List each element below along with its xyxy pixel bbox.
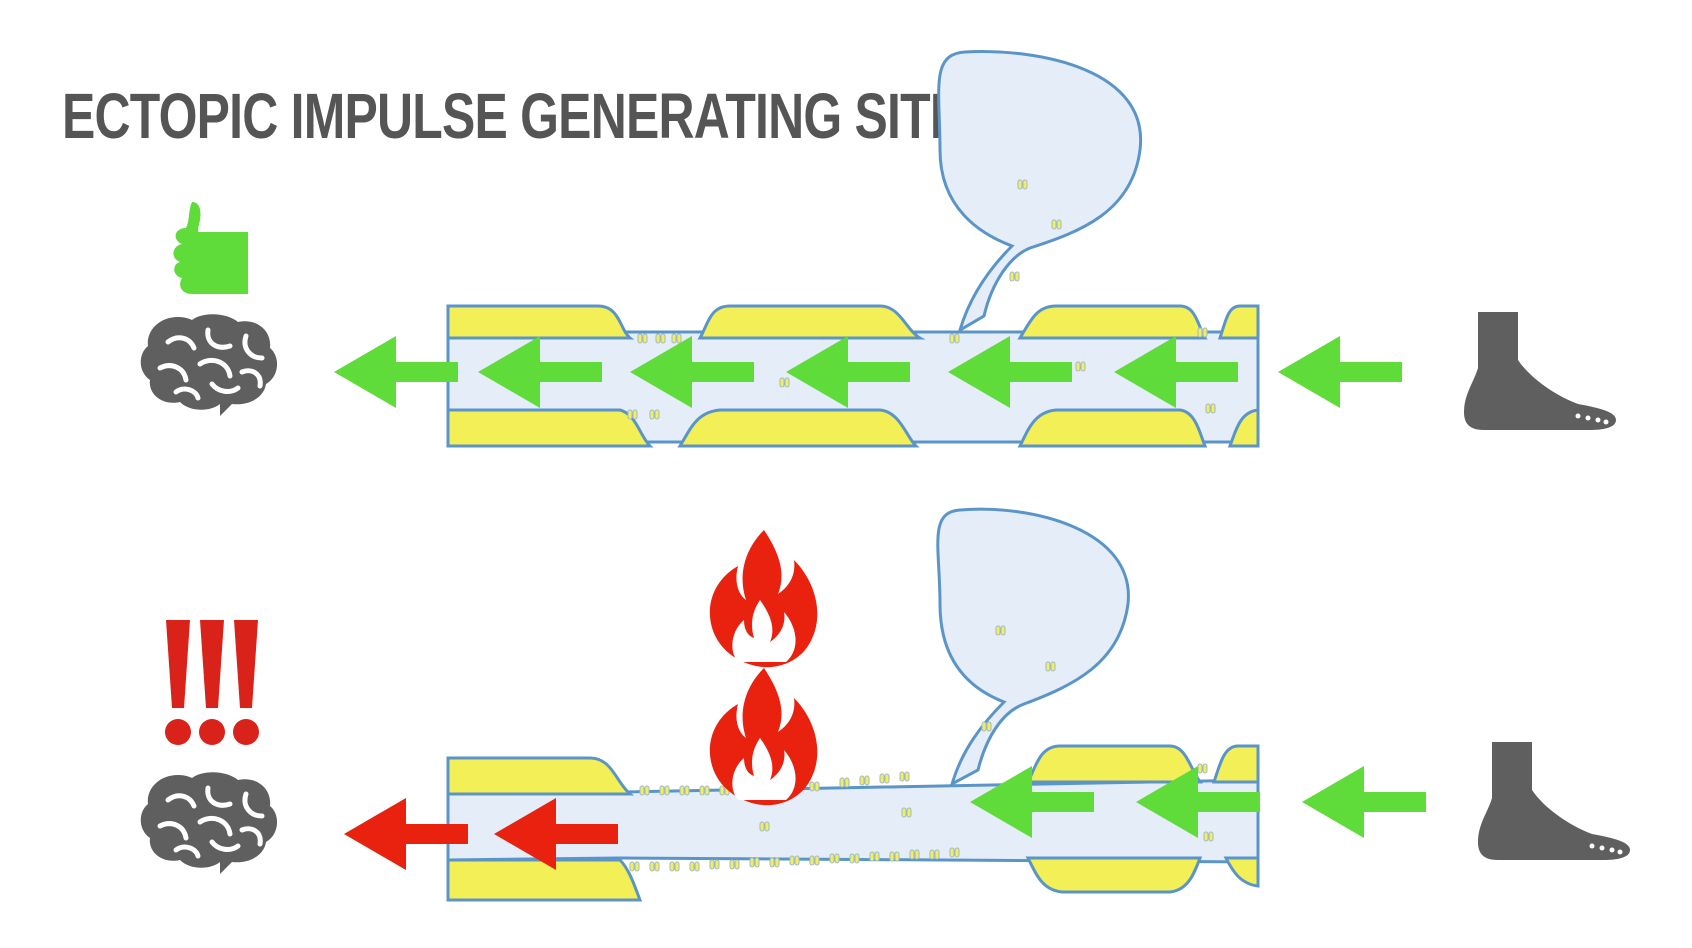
signal-arrow xyxy=(630,336,754,408)
signal-arrow xyxy=(334,336,458,408)
neuron-soma xyxy=(936,507,1130,788)
brain-icon xyxy=(141,772,277,874)
normal-signal-arrows xyxy=(970,766,1426,838)
ectopic-pathway-panel xyxy=(141,507,1630,902)
myelinated-axon xyxy=(446,304,1260,448)
ectopic-arrow xyxy=(494,798,618,870)
signal-arrow xyxy=(478,336,602,408)
flame-icon xyxy=(709,668,818,806)
ectopic-arrow xyxy=(344,798,468,870)
neuron-soma xyxy=(937,50,1143,334)
signal-arrow xyxy=(948,336,1072,408)
foot-icon xyxy=(1464,312,1616,430)
flame-icon xyxy=(709,530,818,668)
signal-arrow xyxy=(1136,766,1260,838)
page-title: ECTOPIC IMPULSE GENERATING SITES xyxy=(62,80,996,152)
thumbs-up-icon xyxy=(173,202,254,296)
signal-arrow xyxy=(1114,336,1238,408)
signal-arrow xyxy=(1302,766,1426,838)
foot-icon xyxy=(1478,742,1630,860)
brain-icon xyxy=(141,314,277,416)
ectopic-signal-arrows xyxy=(344,798,618,870)
signal-arrow xyxy=(786,336,910,408)
signal-arrow xyxy=(1278,336,1402,408)
normal-pathway-panel xyxy=(141,50,1616,448)
demyelinated-axon xyxy=(446,744,1260,902)
signal-arrow xyxy=(970,766,1094,838)
normal-signal-arrows xyxy=(334,336,1402,408)
triple-exclamation-icon xyxy=(165,620,259,745)
